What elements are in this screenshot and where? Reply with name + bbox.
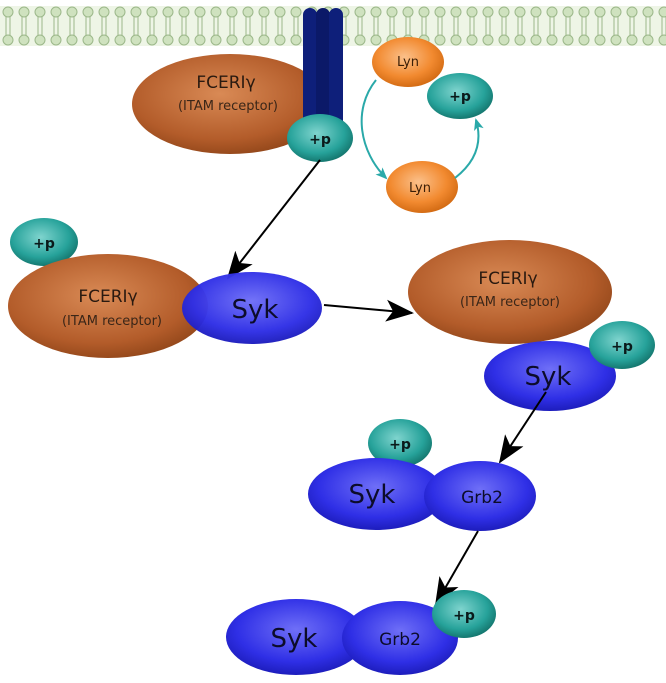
- arrow-syk-to-grb2-complex: [498, 391, 547, 464]
- lyn-bottom: [386, 161, 458, 213]
- phospho-grb2-complex-1: [368, 419, 432, 467]
- lyn-bottom-label: Lyn: [409, 181, 431, 196]
- lyn-top-label: Lyn: [397, 55, 419, 70]
- grb2-complex-1: [424, 461, 536, 531]
- receptor-mid-right: [408, 240, 612, 344]
- arrow-complex-1-to-complex-2: [435, 530, 479, 606]
- lyn-top: [372, 37, 444, 87]
- syk-mid-right-label: Syk: [525, 362, 572, 392]
- phospho-lyn-label: +p: [449, 89, 471, 105]
- receptor-top: [132, 54, 328, 154]
- lyn-cycle-arrow-up: [454, 118, 484, 179]
- arrow-receptor-to-syk: [226, 159, 321, 280]
- receptor-mid-right-sub: (ITAM receptor): [460, 295, 560, 310]
- grb2-complex-2: [342, 601, 458, 675]
- syk-complex-1: [308, 458, 444, 530]
- lyn-cycle-arrow-down: [360, 79, 388, 180]
- transmembrane-channel: [303, 8, 343, 136]
- grb2-complex-1-label: Grb2: [461, 488, 503, 508]
- phospho-grb2-complex-1-label: +p: [389, 437, 411, 453]
- phospho-top: [287, 114, 353, 162]
- syk-complex-1-label: Syk: [349, 480, 396, 510]
- receptor-mid-left-name: FCERIγ: [78, 287, 137, 307]
- phospho-top-label: +p: [309, 132, 331, 148]
- grb2-complex-2-label: Grb2: [379, 630, 421, 650]
- syk-complex-2: [226, 599, 366, 675]
- phospho-lyn: [427, 73, 493, 119]
- syk-complex-2-label: Syk: [271, 624, 318, 654]
- phospho-mid-left-label: +p: [33, 236, 55, 252]
- receptor-mid-left: [8, 254, 208, 358]
- syk-mid-right: [484, 341, 616, 411]
- phospho-mid-right-label: +p: [611, 339, 633, 355]
- syk-mid-left-label: Syk: [232, 295, 279, 325]
- receptor-mid-right-name: FCERIγ: [478, 269, 537, 289]
- phospho-mid-right: [589, 321, 655, 369]
- phospho-grb2-complex-2: [432, 590, 496, 638]
- receptor-top-name: FCERIγ: [196, 73, 255, 93]
- syk-mid-left: [182, 272, 322, 344]
- phospho-mid-left: [10, 218, 78, 266]
- phospho-grb2-complex-2-label: +p: [453, 608, 475, 624]
- receptor-mid-left-sub: (ITAM receptor): [62, 314, 162, 329]
- arrow-syk-to-receptor: [323, 299, 414, 322]
- receptor-top-sub: (ITAM receptor): [178, 99, 278, 114]
